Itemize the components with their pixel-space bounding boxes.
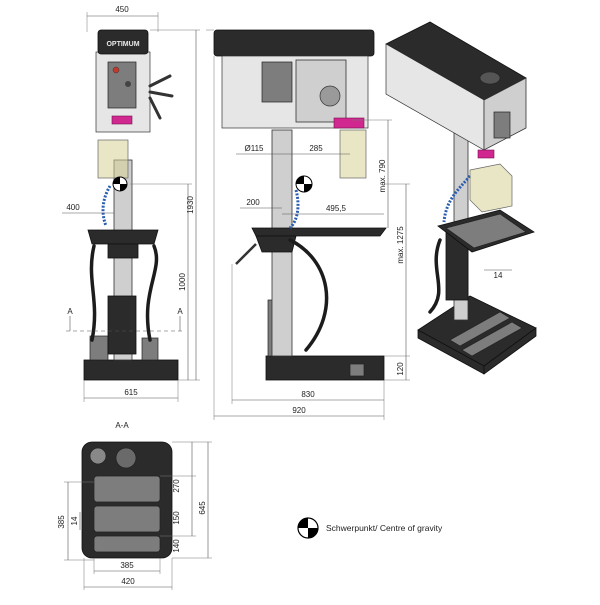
side-table-bracket [255, 235, 297, 253]
side-switch-box [349, 363, 365, 377]
dim-section-385-left: 385 [57, 515, 66, 529]
side-coolant-hose [288, 189, 300, 230]
side-view: Ø115 285 max. 790 200 495,5 max. 1275 12… [206, 29, 410, 420]
front-head-cover [97, 29, 149, 55]
emergency-stop-icon [112, 66, 120, 74]
dim-1000: 1000 [178, 273, 187, 291]
iso-base-slot-1 [449, 311, 511, 347]
dim-section-270: 270 [172, 479, 181, 493]
dim-920: 920 [292, 406, 306, 415]
section-title: A-A [115, 421, 129, 430]
iso-chuck-guard [469, 163, 513, 213]
section-base-slot-1 [93, 475, 161, 503]
dim-200: 200 [246, 198, 260, 207]
dim-830: 830 [301, 390, 315, 399]
side-head-cover [213, 29, 375, 57]
dim-section-14: 14 [70, 516, 79, 525]
brand-logo-text: OPTIMUM [106, 41, 139, 48]
dim-section-385-bottom: 385 [120, 561, 134, 570]
front-quill-collar [111, 115, 133, 125]
section-mark-left: A [67, 307, 73, 316]
dim-iso-14: 14 [494, 271, 503, 280]
side-cog-symbol [295, 175, 313, 193]
iso-cable [428, 238, 442, 314]
dim-max-1275: max. 1275 [396, 226, 405, 264]
dim-120: 120 [396, 362, 405, 376]
section-base-slot-3 [93, 535, 161, 553]
iso-table-top [445, 213, 527, 249]
dim-1930: 1930 [186, 196, 195, 214]
front-base [83, 359, 179, 381]
section-mark-right: A [177, 307, 183, 316]
front-cable-right [145, 244, 159, 342]
dim-section-420: 420 [121, 577, 135, 586]
dim-section-140: 140 [172, 539, 181, 553]
iso-coolant-hose [442, 175, 472, 223]
dim-495: 495,5 [326, 204, 347, 213]
side-table [251, 227, 387, 237]
front-cog-symbol [112, 176, 128, 192]
front-table [87, 229, 159, 245]
side-cable [288, 238, 329, 352]
side-base [265, 355, 385, 381]
section-base-slot-2 [93, 505, 161, 533]
dim-615: 615 [124, 388, 138, 397]
dim-dia-115: Ø115 [245, 144, 265, 153]
dim-section-150: 150 [172, 511, 181, 525]
section-view: A-A 270 645 150 140 385 14 385 420 [57, 421, 212, 590]
legend-cog-symbol [297, 517, 319, 539]
legend-cog-text: Schwerpunkt/ Centre of gravity [326, 523, 443, 533]
front-cable-left [89, 244, 97, 342]
side-motor-housing [261, 61, 293, 103]
side-feed-hub-icon [319, 85, 341, 107]
legend: Schwerpunkt/ Centre of gravity [297, 517, 443, 539]
dim-section-645: 645 [198, 501, 207, 515]
iso-base-slot-2 [461, 321, 523, 357]
front-coolant-hose [101, 185, 112, 227]
iso-quill-collar [477, 149, 495, 159]
front-knob-icon [125, 81, 131, 87]
dim-285: 285 [309, 144, 323, 153]
section-column-boss-icon [115, 447, 137, 469]
iso-control-panel [493, 111, 511, 139]
front-control-panel [107, 61, 137, 109]
iso-base-side [483, 327, 537, 375]
side-quill-collar [333, 117, 365, 129]
dim-450: 450 [115, 5, 129, 14]
front-column-bracket [107, 295, 137, 355]
isometric-view: 14 [385, 21, 537, 375]
front-view: OPTIMUM 450 400 1930 1000 [62, 5, 200, 402]
front-table-bracket [107, 243, 139, 259]
dim-max-790: max. 790 [378, 159, 387, 192]
dim-400: 400 [66, 203, 80, 212]
front-chuck-guard [97, 139, 129, 179]
section-column-circle-icon [89, 447, 107, 465]
iso-motor-cap-icon [479, 71, 501, 85]
front-feed-handle [148, 74, 174, 120]
side-crank-handle [235, 243, 257, 265]
